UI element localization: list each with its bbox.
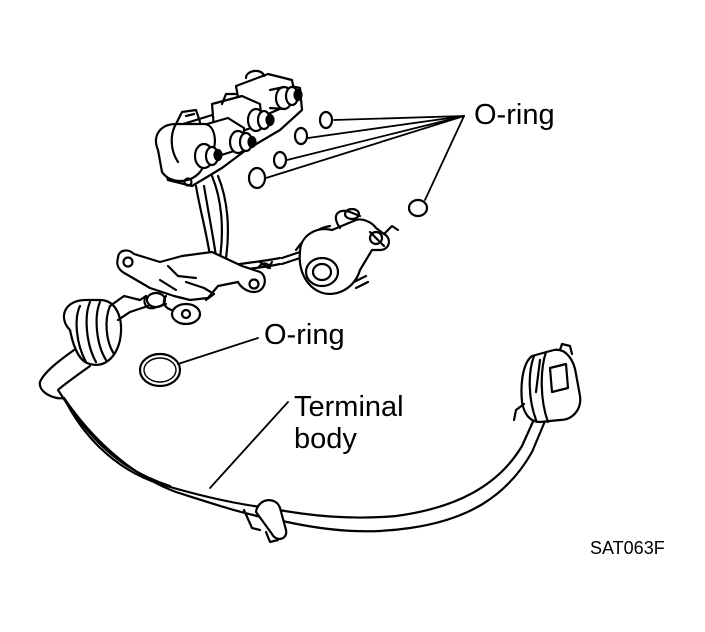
harness-tube	[38, 348, 550, 544]
o-ring-middle	[138, 352, 182, 388]
terminal-body-label: Terminal body	[294, 391, 404, 456]
o-ring-middle-leader	[177, 337, 259, 365]
o-ring-1	[318, 110, 334, 130]
solenoid-valve-assembly	[154, 69, 304, 188]
o-ring-label-middle: O-ring	[264, 319, 345, 351]
terminal-body-label-line1: Terminal	[294, 391, 404, 423]
o-ring-leaders	[265, 115, 465, 201]
sensor-unit	[298, 207, 400, 296]
figure-code: SAT063F	[590, 538, 665, 558]
o-ring-label-top: O-ring	[474, 99, 555, 131]
o-ring-3	[272, 150, 288, 170]
terminal-body-leader	[209, 401, 289, 489]
terminal-grommet	[62, 294, 150, 366]
terminal-body-label-line2: body	[294, 422, 357, 455]
harness-bracket	[116, 249, 274, 326]
o-ring-4	[247, 166, 267, 190]
o-ring-set	[247, 110, 429, 218]
o-ring-5	[407, 198, 429, 218]
harness-connector	[512, 342, 582, 424]
harness-clip	[254, 499, 288, 540]
o-ring-2	[293, 126, 309, 146]
